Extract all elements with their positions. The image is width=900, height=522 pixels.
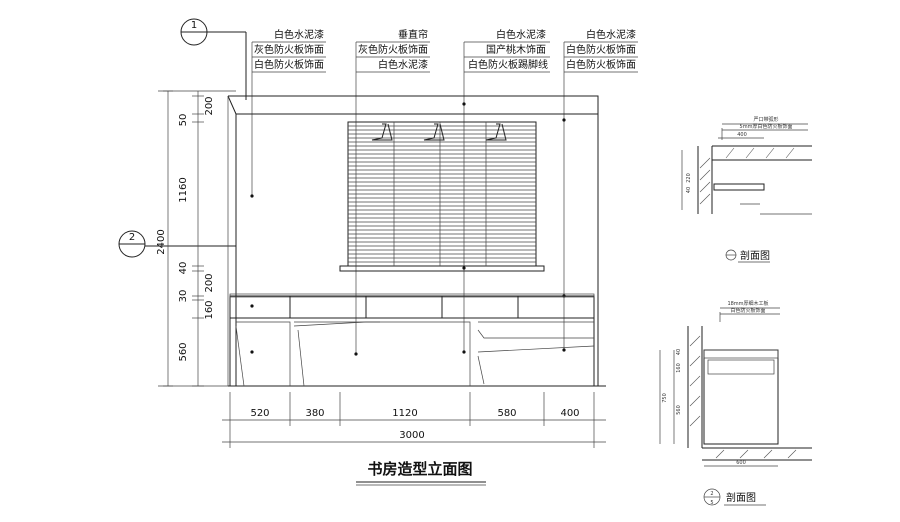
annotation-group-4: 白色水泥漆 白色防火板饰面 白色防火板饰面	[562, 28, 638, 352]
annotation-1-line-1: 白色水泥漆	[274, 28, 324, 41]
elevation-outline	[158, 90, 606, 387]
window-blinds	[339, 121, 545, 272]
vdim-160: 160	[204, 300, 215, 319]
section-a-title: 剖面图	[740, 249, 770, 262]
vdim-560: 560	[178, 342, 189, 361]
annotation-1-line-2: 灰色防火板饰面	[254, 43, 324, 56]
hdim-380: 380	[305, 408, 324, 419]
marker-1-label: 1	[191, 20, 197, 31]
annotation-3-line-1: 白色水泥漆	[496, 28, 546, 41]
section-b-note-2: 白色防火板饰面	[730, 307, 765, 314]
section-b-dim-750: 750	[662, 393, 668, 403]
section-a-dim-400: 400	[737, 132, 747, 138]
section-a-dim-40: 40	[686, 187, 692, 193]
callout-marker-2: 2	[118, 230, 236, 258]
section-b-dim-160: 160	[676, 363, 682, 373]
annotation-4-line-3: 白色防火板饰面	[566, 58, 636, 71]
vdim-200-mid: 200	[204, 273, 215, 292]
hdim-520: 520	[250, 408, 269, 419]
annotation-4-line-2: 白色防火板饰面	[566, 43, 636, 56]
vdim-2400: 2400	[156, 229, 167, 254]
annotation-2-line-3: 白色水泥漆	[378, 58, 428, 71]
main-drawing-title: 书房造型立面图	[367, 460, 472, 478]
section-b-dim-600: 600	[736, 460, 746, 466]
hdim-1120: 1120	[392, 408, 417, 419]
section-b-title: 剖面图	[726, 491, 756, 504]
vdim-50: 50	[178, 114, 189, 127]
hdim-3000: 3000	[399, 430, 424, 441]
section-b-marker-bottom: 5	[710, 500, 713, 506]
section-b-dim-560: 560	[676, 405, 682, 415]
marker-2-label: 2	[129, 232, 135, 243]
vdim-40: 40	[178, 262, 189, 275]
annotation-3-line-3: 白色防火板踢脚线	[468, 58, 548, 71]
horizontal-dimensions: 520 380 1120 580 400 3000	[222, 392, 606, 448]
annotation-2-line-2: 灰色防火板饰面	[358, 43, 428, 56]
vdim-200-top: 200	[204, 96, 215, 115]
annotation-group-1: 白色水泥漆 灰色防火板饰面 白色防火板饰面	[250, 28, 326, 198]
vdim-1160: 1160	[178, 177, 189, 202]
annotation-1-line-3: 白色防火板饰面	[254, 58, 324, 71]
hdim-400: 400	[560, 408, 579, 419]
callout-marker-1: 1	[180, 18, 247, 100]
vertical-dimensions: 200 50 1160 40 200 30 160 560 2400	[156, 90, 215, 387]
annotation-2-line-1: 垂直帘	[398, 28, 428, 41]
section-detail-a: 严口带弧形 5mm厚白色防火板饰面 400 220 40 剖面图	[681, 116, 812, 263]
section-b-note-1: 18mm厚细木工板	[727, 300, 768, 307]
annotation-3-line-2: 国产桃木饰面	[486, 43, 546, 56]
section-b-marker-top: 2	[710, 491, 713, 497]
section-detail-b: 18mm厚细木工板 白色防火板饰面 160 40 750 560 600 2 5…	[659, 300, 812, 506]
annotation-group-3: 白色水泥漆 国产桃木饰面 白色防火板踢脚线	[462, 28, 550, 354]
vdim-30: 30	[178, 290, 189, 303]
section-a-note-1: 严口带弧形	[753, 116, 778, 123]
annotation-4-line-1: 白色水泥漆	[586, 28, 636, 41]
section-a-dim-220: 220	[686, 173, 692, 183]
section-b-dim-40: 40	[676, 349, 682, 355]
section-a-note-2: 5mm厚白色防火板饰面	[740, 123, 793, 130]
desk-cabinet	[229, 293, 595, 387]
hdim-580: 580	[497, 408, 516, 419]
